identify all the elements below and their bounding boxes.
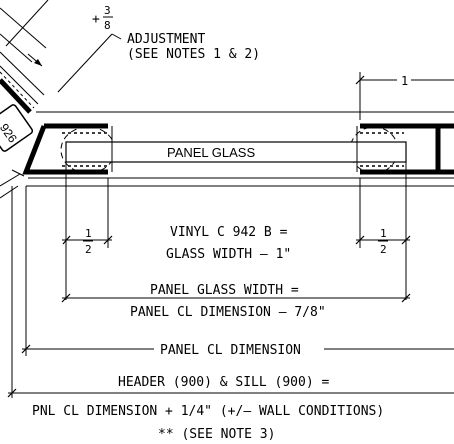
- half-right-den: 2: [380, 243, 387, 256]
- adjustment-callout: + 3 8 ADJUSTMENT (SEE NOTES 1 & 2): [0, 0, 260, 93]
- header-line1: HEADER (900) & SILL (900) =: [118, 375, 329, 390]
- panel-glass-label: PANEL GLASS: [167, 145, 255, 160]
- vinyl-line2: GLASS WIDTH – 1": [166, 247, 291, 262]
- half-right-num: 1: [380, 227, 387, 240]
- extension-lines: [11, 162, 407, 398]
- adjust-fraction-num: 3: [104, 4, 111, 17]
- left-angled-mullion: 926: [0, 51, 45, 199]
- dim-top-right-label: 1: [401, 74, 408, 88]
- panel-glass-width-dimension: PANEL GLASS WIDTH = PANEL CL DIMENSION –…: [61, 283, 411, 320]
- panel-cl-dimension: PANEL CL DIMENSION: [21, 340, 454, 358]
- frame-section: PANEL GLASS: [11, 111, 454, 187]
- see-note3-label: ** (SEE NOTE 3): [158, 427, 275, 442]
- vinyl-dimension: VINYL C 942 B = GLASS WIDTH – 1": [166, 225, 291, 262]
- header-sill-dimension: HEADER (900) & SILL (900) = PNL CL DIMEN…: [7, 375, 454, 442]
- half-left-num: 1: [85, 227, 92, 240]
- adjust-plus-sign: +: [92, 12, 100, 27]
- pgw-line1: PANEL GLASS WIDTH =: [150, 283, 299, 298]
- header-line2: PNL CL DIMENSION + 1/4" (+/– WALL CONDIT…: [32, 404, 384, 419]
- dimension-top-right: 1: [355, 72, 454, 120]
- adjustment-label: ADJUSTMENT: [127, 32, 205, 47]
- half-inch-dimensions: 1 2 1 2: [62, 227, 411, 256]
- vinyl-line1: VINYL C 942 B =: [170, 225, 288, 240]
- pgw-line2: PANEL CL DIMENSION – 7/8": [130, 305, 326, 320]
- half-left-den: 2: [85, 243, 92, 256]
- panel-cl-label: PANEL CL DIMENSION: [160, 343, 301, 358]
- see-notes-label: (SEE NOTES 1 & 2): [127, 47, 260, 62]
- adjust-fraction-den: 8: [104, 19, 111, 32]
